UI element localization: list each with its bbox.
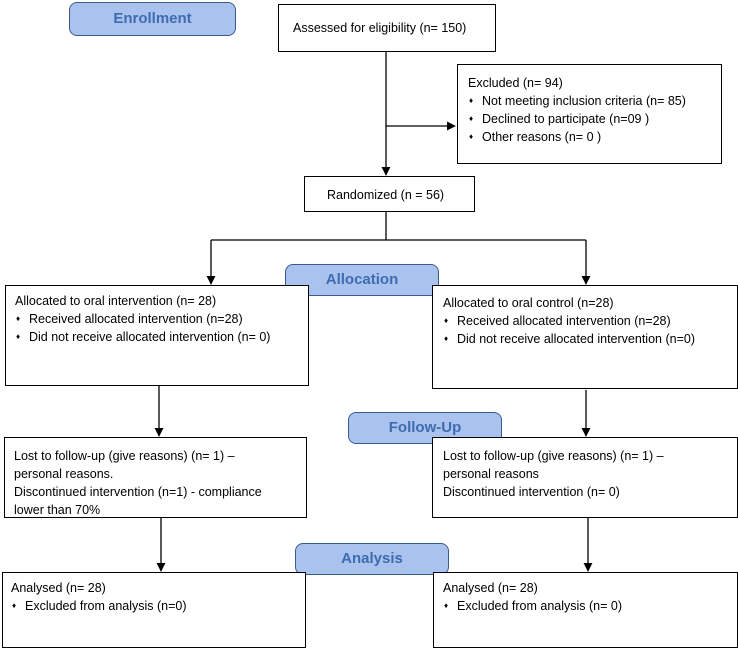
excluded-list: Not meeting inclusion criteria (n= 85) D… [468,92,721,146]
stage-allocation: Allocation [285,264,439,296]
randomized-box: Randomized (n = 56) [304,176,475,212]
allocation-intervention-item: Received allocated intervention (n=28) [15,310,308,328]
followup-control-line: personal reasons [443,467,539,481]
followup-control-line: Lost to follow-up (give reasons) (n= 1) … [443,449,664,463]
analysis-intervention-box: Analysed (n= 28) Excluded from analysis … [2,572,306,648]
randomized-text: Randomized (n = 56) [327,188,445,202]
analysis-control-title: Analysed (n= 28) [443,581,538,595]
excluded-box: Excluded (n= 94) Not meeting inclusion c… [457,64,722,164]
stage-analysis: Analysis [295,543,449,575]
analysis-control-item: Excluded from analysis (n= 0) [443,597,737,615]
assessed-text: Assessed for eligibility (n= 150) [293,21,467,35]
followup-control-box: Lost to follow-up (give reasons) (n= 1) … [432,437,738,518]
followup-control-line: Discontinued intervention (n= 0) [443,485,620,499]
allocation-control-item: Did not receive allocated intervention (… [443,330,737,348]
allocation-intervention-item: Did not receive allocated intervention (… [15,328,308,346]
allocation-intervention-box: Allocated to oral intervention (n= 28) R… [5,285,309,386]
allocation-intervention-list: Received allocated intervention (n=28) D… [15,310,308,346]
allocation-control-item: Received allocated intervention (n=28) [443,312,737,330]
analysis-intervention-list: Excluded from analysis (n=0) [11,597,305,615]
analysis-intervention-title: Analysed (n= 28) [11,581,106,595]
analysis-intervention-item: Excluded from analysis (n=0) [11,597,305,615]
followup-intervention-line: Discontinued intervention (n=1) - compli… [14,485,262,499]
assessed-box: Assessed for eligibility (n= 150) [278,4,496,52]
allocation-intervention-title: Allocated to oral intervention (n= 28) [15,294,217,308]
excluded-item: Not meeting inclusion criteria (n= 85) [468,92,721,110]
excluded-title: Excluded (n= 94) [468,76,563,90]
followup-intervention-box: Lost to follow-up (give reasons) (n= 1) … [4,437,307,518]
stage-allocation-label: Allocation [325,271,399,288]
followup-intervention-line: Lost to follow-up (give reasons) (n= 1) … [14,449,235,463]
allocation-control-list: Received allocated intervention (n=28) D… [443,312,737,348]
followup-intervention-line: personal reasons. [14,467,114,481]
followup-intervention-line: lower than 70% [14,503,101,517]
excluded-item: Declined to participate (n=09 ) [468,110,721,128]
stage-enrollment: Enrollment [69,2,236,36]
stage-enrollment-label: Enrollment [113,10,192,27]
stage-analysis-label: Analysis [341,550,403,567]
allocation-control-box: Allocated to oral control (n=28) Receive… [432,285,738,389]
stage-follow-up-label: Follow-Up [388,419,462,436]
excluded-item: Other reasons (n= 0 ) [468,128,721,146]
allocation-control-title: Allocated to oral control (n=28) [443,296,614,310]
analysis-control-box: Analysed (n= 28) Excluded from analysis … [433,572,738,648]
analysis-control-list: Excluded from analysis (n= 0) [443,597,737,615]
